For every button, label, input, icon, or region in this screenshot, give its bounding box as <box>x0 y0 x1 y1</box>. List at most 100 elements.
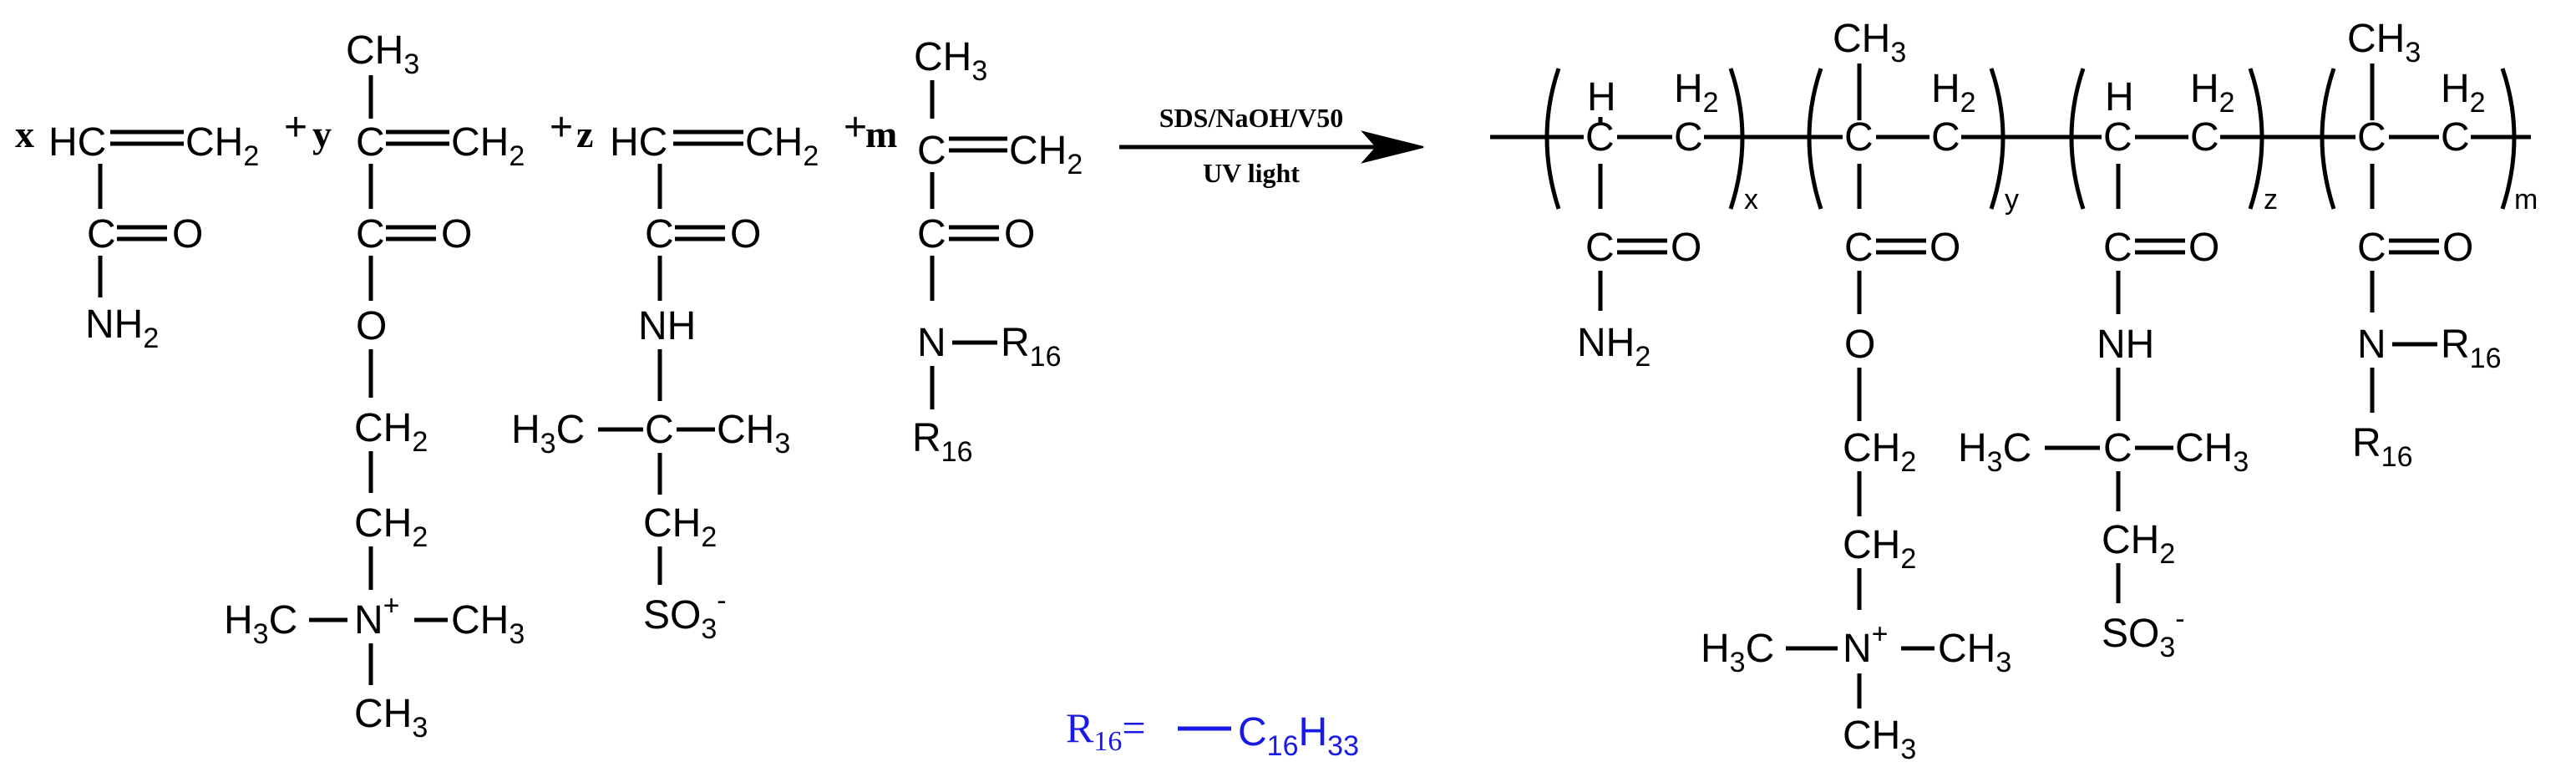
so3-z: SO3- <box>2102 603 2185 663</box>
bracket-right-m <box>2500 68 2517 210</box>
ammonium-n-y: N+ <box>1843 618 1889 671</box>
reaction-conditions: SDS/NaOH/V50 <box>1159 103 1343 133</box>
carbonyl-c: C <box>87 212 116 257</box>
definition-formula: C16H33 <box>1238 710 1359 762</box>
coefficient-z: z <box>576 113 593 155</box>
ester-o-y: O <box>1929 226 1960 270</box>
quaternary-c: C <box>645 408 674 452</box>
reaction-arrow: SDS/NaOH/V50 UV light <box>1119 103 1424 188</box>
product-polymer: H C C H2 x C O NH2 CH3 C C <box>1490 17 2538 765</box>
ch3-z: CH3 <box>2175 426 2249 478</box>
ester-o: O <box>441 212 472 257</box>
nh2-label: NH2 <box>85 302 159 354</box>
nh2-x: NH2 <box>1577 321 1651 373</box>
h3c-left: H3C <box>224 598 297 650</box>
c2-unit-y: C <box>1931 115 1960 160</box>
amide-c-m: C <box>2357 226 2386 270</box>
nh-label: NH <box>638 304 696 348</box>
h-unit-z: H <box>2105 75 2134 119</box>
amide-o: O <box>730 212 761 257</box>
h-unit-x: H <box>1587 75 1616 119</box>
amide-o-m: O <box>2442 226 2473 270</box>
reactants: x HC CH2 + C O NH2 y CH3 C CH2 + C <box>15 28 1083 744</box>
monomer-acrylamide: x HC CH2 + C O NH2 <box>15 105 307 354</box>
ch2-label: CH2 <box>185 120 259 172</box>
monomer-dmc: y CH3 C CH2 + C O O CH2 CH2 H3C N+ CH3 <box>224 28 573 744</box>
amide-c-z: C <box>2103 226 2132 270</box>
ch2a-y: CH2 <box>1843 426 1916 478</box>
ch2-label-3: CH2 <box>745 120 819 172</box>
carbonyl-o: O <box>172 212 203 257</box>
vinyl-c-4: C <box>917 129 946 173</box>
ester-c-y: C <box>1844 226 1874 270</box>
bracket-right-x <box>1728 68 1745 210</box>
ch3-unit-m: CH3 <box>2347 17 2421 69</box>
so3-label: SO3- <box>643 585 727 645</box>
monomer-dhma: m CH3 C CH2 C O N R16 R16 <box>865 35 1083 468</box>
coefficient-x: x <box>15 113 34 155</box>
repeat-unit-m: CH3 C C H2 m C O N R16 R16 <box>2265 17 2538 473</box>
r16-bottom-m: R16 <box>2352 421 2413 473</box>
h2-unit-z: H2 <box>2190 67 2235 119</box>
amide-c: C <box>645 212 674 257</box>
vinyl-hc: HC <box>48 120 106 165</box>
subscript-m: m <box>2514 184 2538 216</box>
ch2-a: CH2 <box>354 406 428 458</box>
plus-sign-3: + <box>844 105 867 150</box>
vinyl-hc-3: HC <box>610 120 667 165</box>
c2-unit-m: C <box>2441 115 2470 160</box>
coefficient-m: m <box>865 113 897 155</box>
c-unit-y: C <box>1844 115 1874 160</box>
ch3-top: CH3 <box>346 28 419 80</box>
arrowhead-icon <box>1361 130 1424 164</box>
h2-unit-y: H2 <box>1931 67 1976 119</box>
carbonyl-o-x: O <box>1671 226 1701 270</box>
ch2-label-2: CH2 <box>451 120 525 172</box>
ch2-b: CH2 <box>354 501 428 553</box>
r16-bottom: R16 <box>912 416 973 468</box>
ammonium-n: N+ <box>354 590 400 643</box>
bracket-right-y <box>1989 68 2006 210</box>
c-unit-z: C <box>2103 115 2132 160</box>
subscript-y: y <box>2005 184 2019 216</box>
carbonyl-c-x: C <box>1585 226 1615 270</box>
c-unit-m: C <box>2357 115 2386 160</box>
subscript-z: z <box>2264 184 2278 216</box>
h3c-y: H3C <box>1701 627 1774 678</box>
h3c-z: H3C <box>1958 426 2031 478</box>
c-unit-x: C <box>1585 115 1615 160</box>
plus-sign: + <box>284 105 307 150</box>
coefficient-y: y <box>312 113 332 155</box>
amide-n-m: N <box>2357 323 2386 367</box>
subscript-x: x <box>1744 184 1758 216</box>
r16-right-m: R16 <box>2441 323 2502 374</box>
ch2b-y: CH2 <box>1843 523 1916 575</box>
h2-unit-x: H2 <box>1674 67 1719 119</box>
uv-light-label: UV light <box>1203 158 1300 188</box>
ch2-label-4: CH2 <box>1009 129 1083 180</box>
c2-unit-z: C <box>2190 115 2219 160</box>
ether-o-y: O <box>1844 323 1875 367</box>
vinyl-c: C <box>356 120 385 165</box>
h3c-amps: H3C <box>511 408 585 460</box>
ch3-right: CH3 <box>451 598 525 650</box>
ester-c: C <box>356 212 385 257</box>
ether-o: O <box>356 304 387 348</box>
amide-n: N <box>917 321 946 365</box>
monomer-amps: z HC CH2 + C O NH H3C C CH3 CH2 SO3- <box>511 105 867 645</box>
ch3-right-y: CH3 <box>1938 627 2011 678</box>
repeat-unit-z: H C C H2 z C O NH H3C C CH3 CH2 SO3- <box>1958 67 2278 663</box>
amide-o-4: O <box>1004 212 1035 257</box>
plus-sign-2: + <box>550 105 573 150</box>
ch3-unit-y: CH3 <box>1833 17 1906 69</box>
repeat-unit-y: CH3 C C H2 y C O O CH2 CH2 H3C N+ CH3 <box>1701 17 2019 765</box>
ch3-amps: CH3 <box>717 408 790 460</box>
nh-z: NH <box>2097 323 2154 367</box>
ch3-bottom: CH3 <box>354 692 428 744</box>
ch3-bottom-y: CH3 <box>1843 714 1916 765</box>
repeat-unit-x: H C C H2 x C O NH2 <box>1539 67 1758 373</box>
quaternary-c-z: C <box>2103 426 2132 470</box>
r16-right: R16 <box>1001 321 1062 373</box>
amide-o-z: O <box>2188 226 2219 270</box>
